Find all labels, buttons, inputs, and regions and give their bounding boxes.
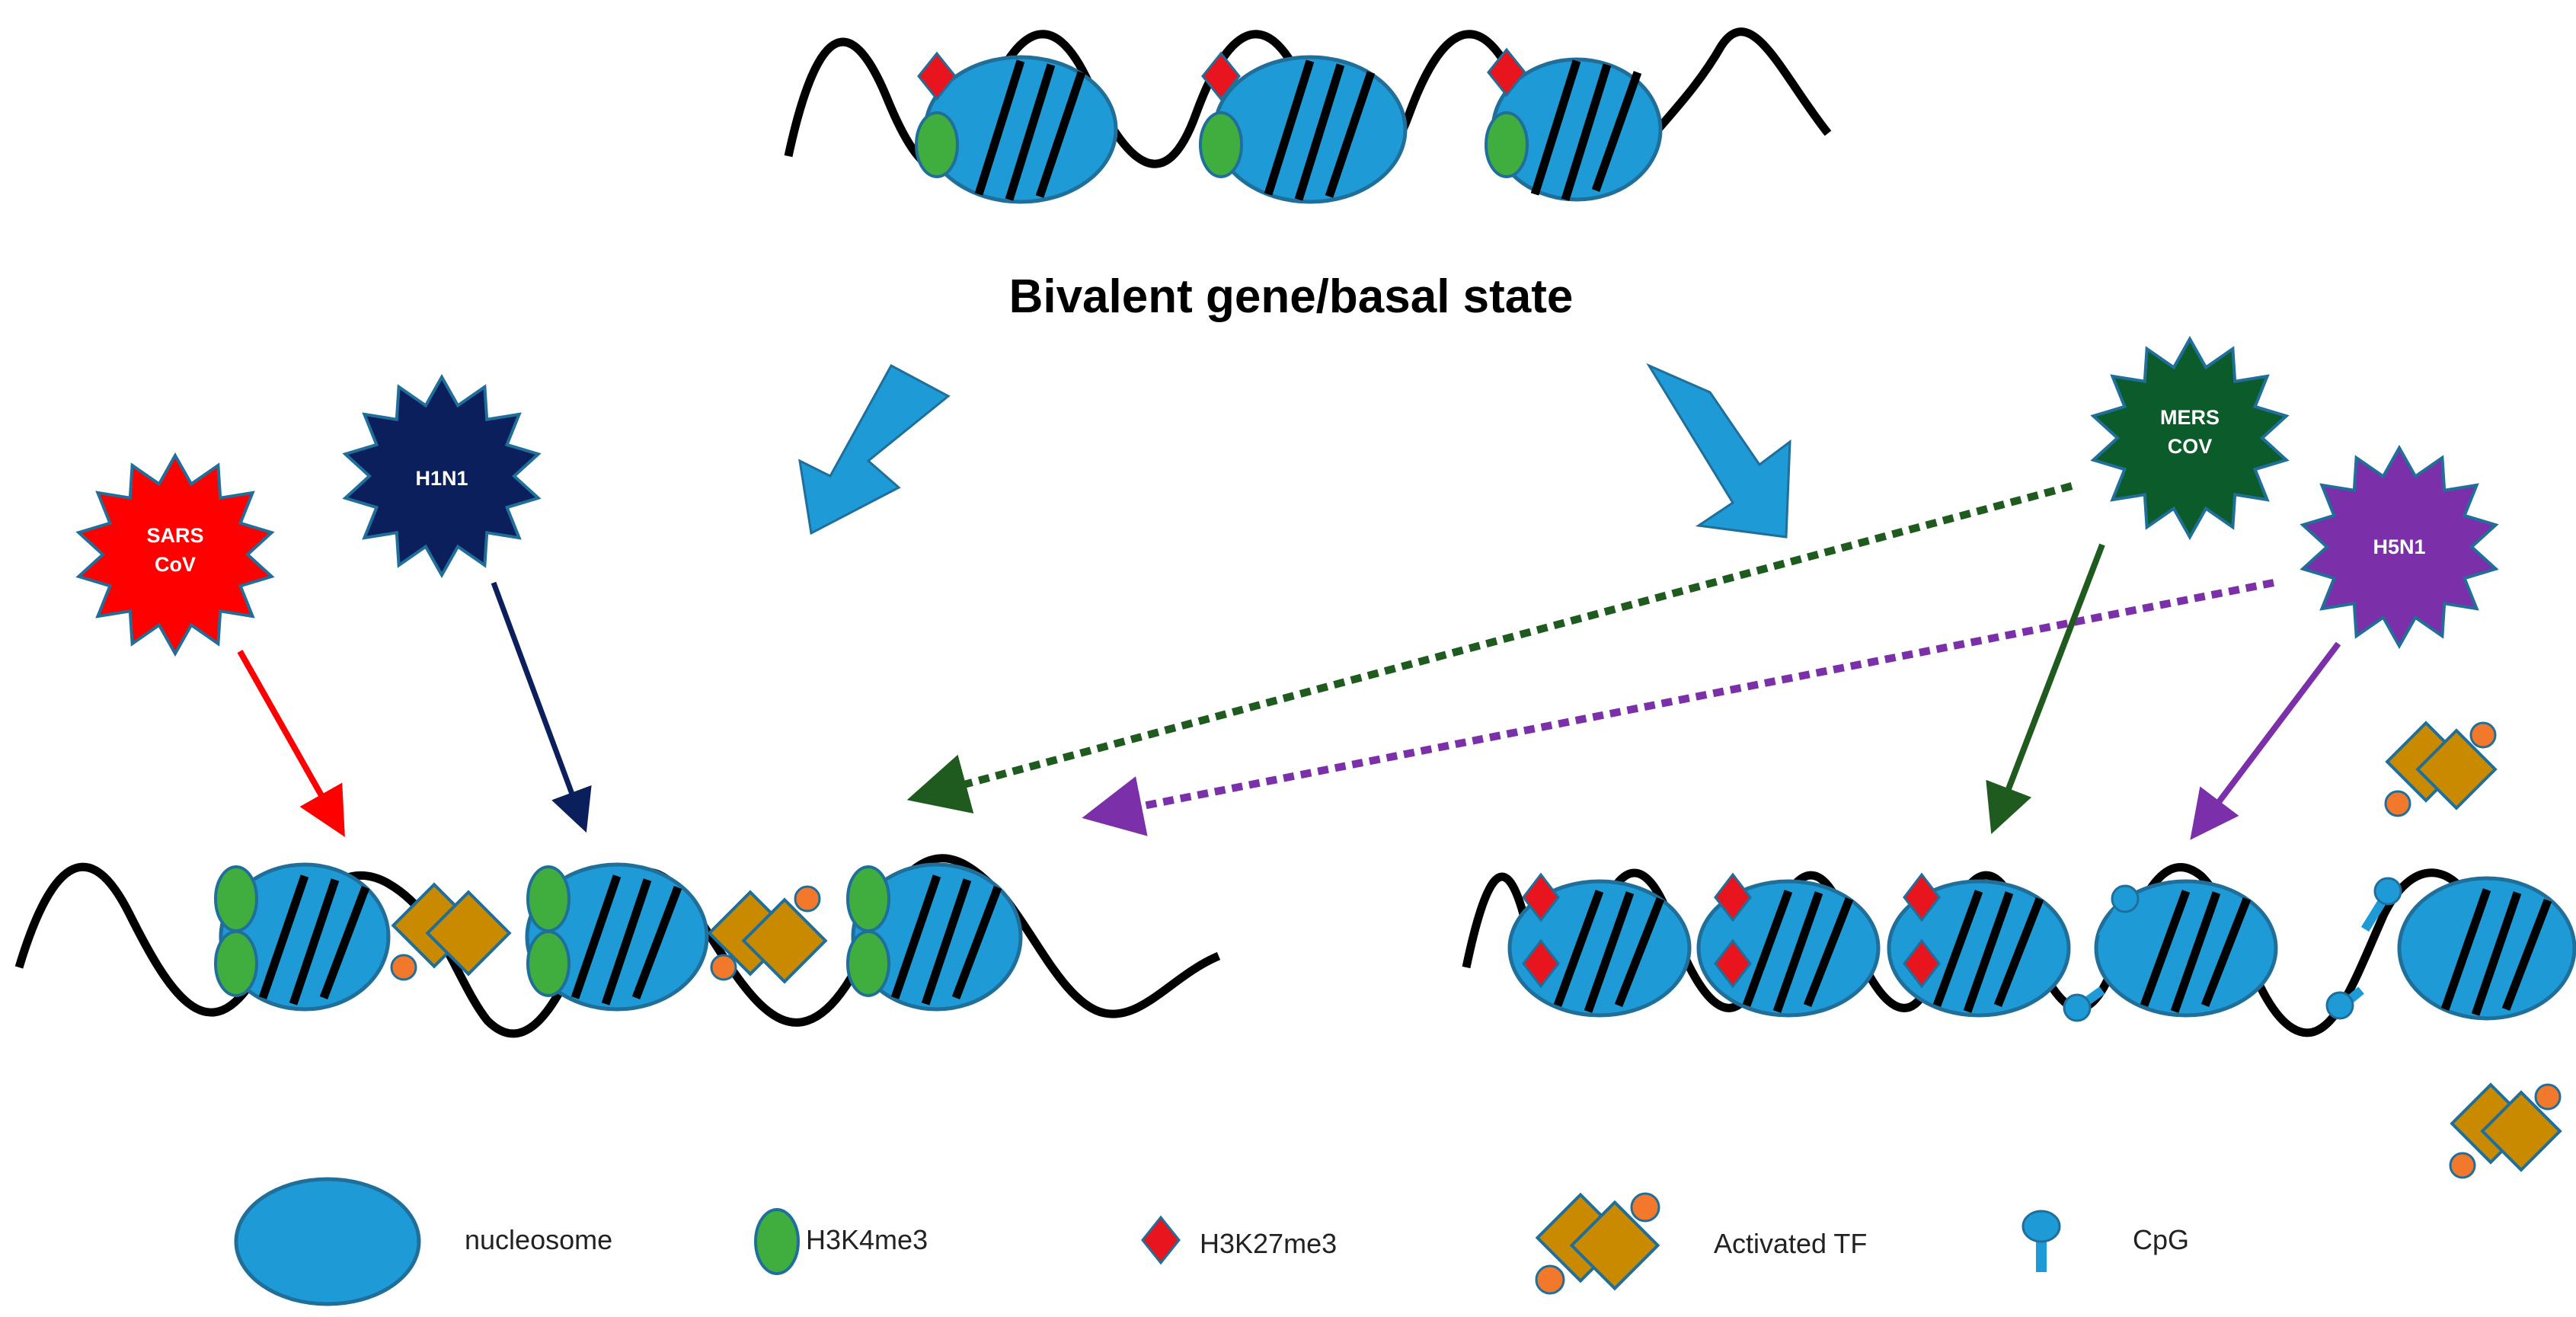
top-h3k4me3-2	[1199, 111, 1243, 178]
diagram-title: Bivalent gene/basal state	[1009, 270, 1574, 323]
h1n1-arrow	[491, 581, 592, 833]
right-h3k27me3-3a	[1903, 872, 1941, 922]
cpg-1	[2098, 884, 2140, 940]
legend: nucleosome H3K4me3 H3K27me3 Activated TF…	[234, 1177, 2189, 1306]
top-h3k4me3-1	[915, 111, 959, 178]
cpg-3	[2360, 877, 2402, 932]
left-h3k4me3-3a	[846, 865, 890, 932]
free-tf-2	[2449, 1082, 2562, 1179]
big-arrow-right	[1646, 363, 1791, 539]
right-nucleosome-1	[1507, 872, 1692, 1018]
right-nucleosome-4	[2094, 879, 2278, 1018]
legend-h3k27me3-swatch	[1141, 1215, 1181, 1265]
legend-cpg-label: CpG	[2133, 1224, 2189, 1255]
legend-tf-label: Activated TF	[1714, 1228, 1867, 1259]
virus-mers-label-1: MERS	[2160, 406, 2220, 429]
right-h3k27me3-1a	[1522, 872, 1560, 922]
left-chromatin	[14, 854, 1221, 1038]
right-chromatin	[1462, 721, 2576, 1179]
top-nucleosome-3	[1485, 47, 1663, 202]
virus-sars-label-2: CoV	[155, 553, 196, 576]
top-h3k27me3-3	[1487, 47, 1526, 97]
right-h3k27me3-2b	[1714, 938, 1752, 989]
left-nucleosome-3	[846, 862, 1023, 1012]
virus-sars: SARS CoV	[75, 452, 275, 657]
virus-h1n1: H1N1	[342, 373, 542, 579]
left-h3k4me3-2a	[526, 865, 570, 932]
top-nucleosome-1	[915, 51, 1118, 204]
legend-nucleosome-swatch	[234, 1177, 421, 1306]
left-h3k4me3-1a	[214, 865, 258, 932]
left-h3k4me3-2b	[526, 930, 570, 997]
top-h3k4me3-3	[1485, 111, 1529, 178]
left-tf-2	[707, 885, 828, 984]
right-h3k27me3-3b	[1903, 938, 1941, 989]
virus-mers-label-2: COV	[2168, 435, 2213, 458]
left-nucleosome-2	[525, 862, 709, 1012]
legend-h3k27me3-label: H3K27me3	[1200, 1228, 1337, 1259]
right-nucleosome-5	[2397, 876, 2576, 1021]
right-h3k27me3-2a	[1714, 872, 1752, 922]
legend-cpg-swatch	[2021, 1210, 2061, 1272]
right-nucleosome-3	[1887, 872, 2071, 1018]
left-tf-1	[390, 882, 512, 981]
right-nucleosome-2	[1696, 872, 1881, 1018]
mers-arrow	[1986, 543, 2105, 834]
legend-h3k4me3-swatch	[754, 1208, 800, 1275]
free-tf-1	[2384, 721, 2498, 817]
cpg-4	[2325, 986, 2364, 1020]
virus-h1n1-label: H1N1	[415, 467, 468, 490]
top-h3k27me3-1	[917, 51, 957, 101]
virus-mers: MERS COV	[2090, 335, 2290, 541]
virus-sars-label-1: SARS	[146, 524, 203, 547]
top-chromatin	[784, 27, 1832, 204]
left-h3k4me3-1b	[214, 930, 258, 997]
right-h3k27me3-1b	[1522, 938, 1560, 989]
left-nucleosome-1	[214, 862, 391, 1012]
legend-nucleosome-label: nucleosome	[465, 1224, 612, 1255]
virus-h5n1-label: H5N1	[2373, 535, 2425, 558]
h5n1-dotted-arrow	[1082, 579, 2274, 836]
mers-dotted-arrow	[906, 482, 2073, 814]
h5n1-arrow	[2190, 641, 2341, 840]
cpg-2	[2063, 986, 2105, 1022]
legend-h3k4me3-label: H3K4me3	[806, 1224, 928, 1255]
big-arrow-left	[798, 363, 951, 535]
top-h3k27me3-2	[1201, 51, 1241, 101]
legend-tf-swatch	[1535, 1192, 1660, 1295]
virus-h5n1: H5N1	[2300, 444, 2499, 650]
sars-arrow	[237, 650, 345, 837]
top-nucleosome-2	[1199, 51, 1408, 204]
left-h3k4me3-3b	[846, 930, 890, 997]
